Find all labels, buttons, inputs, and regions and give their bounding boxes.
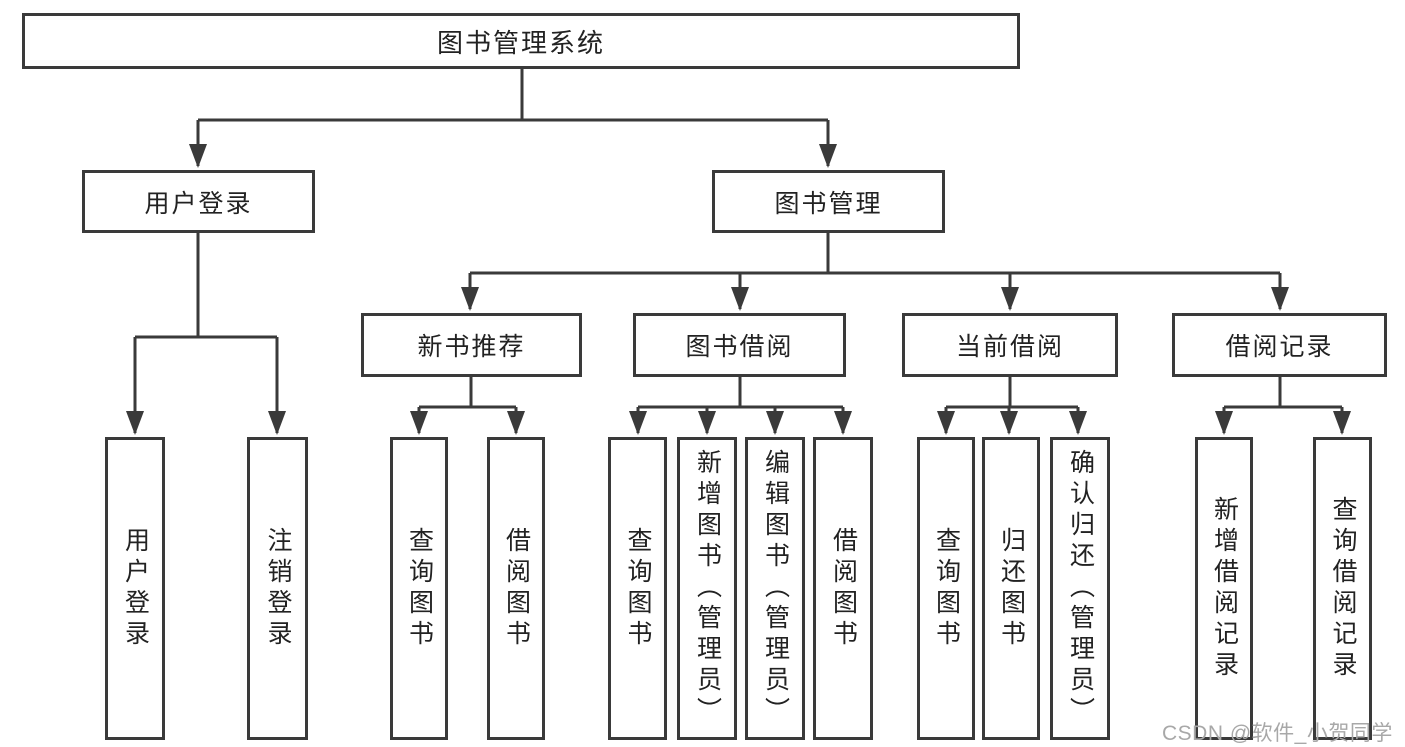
leaf-query-books-recommend: 查询图书	[390, 437, 448, 740]
leaf-label: 查询图书	[624, 526, 652, 651]
leaf-edit-books-admin: 编辑图书（管理员）	[745, 437, 805, 740]
node-user-login: 用户登录	[82, 170, 315, 233]
leaf-label: 查询图书	[405, 526, 434, 651]
leaf-confirm-return-admin: 确认归还（管理员）	[1050, 437, 1110, 740]
csdn-watermark: CSDN @软件_小贺同学	[1162, 722, 1393, 745]
leaf-label: 用户登录	[121, 526, 150, 651]
node-label: 借阅记录	[1225, 333, 1334, 361]
leaf-user-login: 用户登录	[105, 437, 165, 740]
node-label: 当前借阅	[955, 333, 1064, 361]
leaf-label: 注销登录	[264, 526, 292, 651]
node-book-management: 图书管理	[712, 170, 945, 233]
leaf-label: 新增图书（管理员）	[693, 449, 722, 728]
leaf-label: 编辑图书（管理员）	[761, 449, 790, 728]
node-label: 用户登录	[144, 189, 253, 218]
node-new-book-recommend: 新书推荐	[361, 313, 582, 377]
leaf-query-borrow-record: 查询借阅记录	[1313, 437, 1372, 740]
leaf-add-borrow-record: 新增借阅记录	[1195, 437, 1253, 740]
node-book-borrowing: 图书借阅	[633, 313, 846, 377]
leaf-borrow-books-recommend: 借阅图书	[487, 437, 545, 740]
leaf-label: 借阅图书	[502, 526, 531, 651]
leaf-label: 查询借阅记录	[1329, 495, 1357, 682]
leaf-add-books-admin: 新增图书（管理员）	[677, 437, 737, 740]
leaf-label: 归还图书	[997, 526, 1026, 651]
leaf-label: 新增借阅记录	[1210, 495, 1239, 682]
leaf-label: 借阅图书	[829, 526, 858, 651]
leaf-label: 查询图书	[932, 526, 961, 651]
leaf-borrow-books: 借阅图书	[813, 437, 873, 740]
leaf-label: 确认归还（管理员）	[1066, 449, 1095, 728]
node-label: 新书推荐	[417, 333, 526, 361]
leaf-query-books-current: 查询图书	[917, 437, 975, 740]
node-library-management-system: 图书管理系统	[22, 13, 1020, 69]
leaf-logout: 注销登录	[247, 437, 308, 740]
node-label: 图书管理系统	[436, 27, 605, 58]
node-label: 图书借阅	[685, 333, 794, 361]
leaf-query-books-borrowing: 查询图书	[608, 437, 667, 740]
leaf-return-books: 归还图书	[982, 437, 1040, 740]
node-current-borrowing: 当前借阅	[902, 313, 1118, 377]
node-borrowing-records: 借阅记录	[1172, 313, 1387, 377]
node-label: 图书管理	[774, 189, 883, 218]
